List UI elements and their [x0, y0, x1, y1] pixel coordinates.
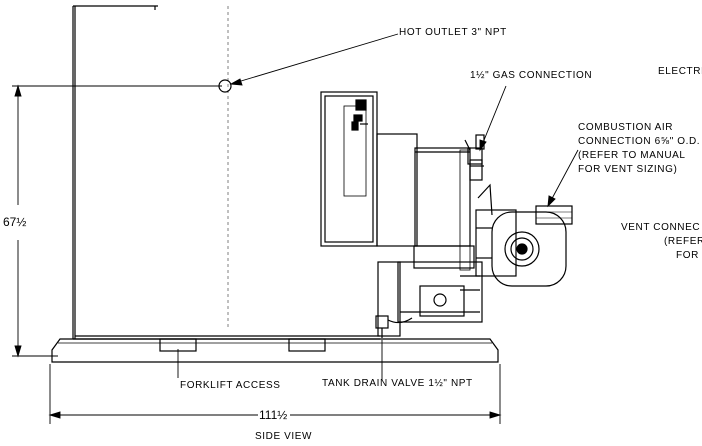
- lower-piping: [377, 245, 483, 337]
- vent-connection-label-2: (REFER: [664, 236, 702, 247]
- height-dimension-line: [12, 84, 222, 358]
- combustion-air-label-3: (REFER TO MANUAL: [578, 150, 686, 161]
- combustion-air-label-1: COMBUSTION AIR: [578, 122, 674, 133]
- height-dimension-value: 67½: [3, 215, 27, 229]
- burner-housing: [376, 133, 471, 271]
- combustion-air-label-4: FOR VENT SIZING): [578, 164, 678, 175]
- drain-valve: [375, 315, 413, 338]
- width-dimension-line: [48, 364, 502, 424]
- hot-outlet-label: HOT OUTLET 3" NPT: [399, 27, 507, 38]
- tank-drain-label: TANK DRAIN VALVE 1½" NPT: [322, 378, 473, 389]
- combustion-air-label-2: CONNECTION 6⅝" O.D.: [578, 136, 701, 147]
- tank-body: [72, 5, 380, 340]
- forklift-access-label: FORKLIFT ACCESS: [180, 380, 281, 391]
- forklift-pocket-2: [288, 338, 326, 352]
- vent-connection-label-3: FOR: [676, 250, 699, 261]
- control-panel: [320, 91, 378, 247]
- base-skid: [51, 338, 499, 363]
- width-dimension-value: 111½: [259, 408, 288, 422]
- leader-lines: [177, 33, 579, 380]
- combustion-blower: [475, 183, 573, 287]
- gas-connection-label: 1½" GAS CONNECTION: [470, 70, 593, 81]
- vent-connection-label-1: VENT CONNEC: [621, 222, 701, 233]
- electrical-label: ELECTRI: [658, 66, 702, 77]
- view-title: SIDE VIEW: [255, 431, 313, 442]
